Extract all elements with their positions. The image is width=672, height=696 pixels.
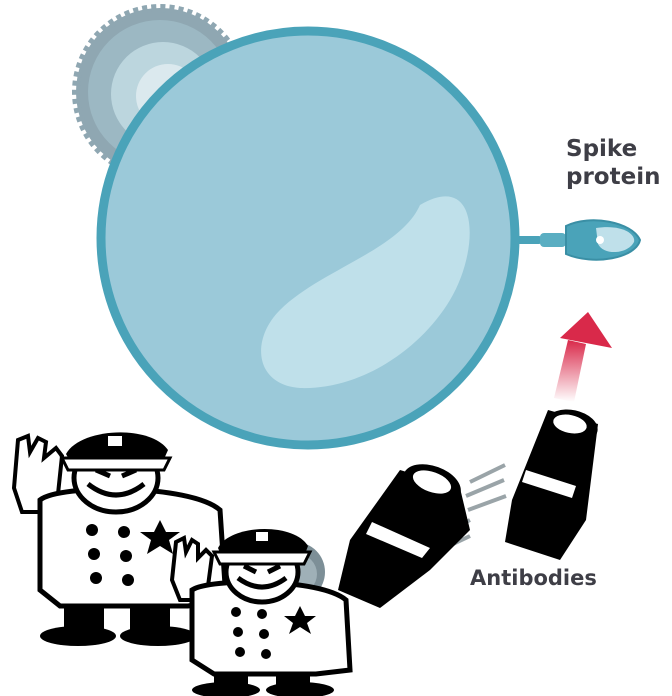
spike-label-line2: protein [566,164,660,192]
cell-sphere [101,31,515,445]
police-officer-icon [172,529,350,696]
red-arrow-icon [554,312,612,402]
spike-protein-icon [512,220,640,259]
spike-protein-label: Spike protein [566,136,660,191]
antibody-icon [338,457,470,608]
antibody-icon [466,405,601,560]
spike-label-line1: Spike [566,136,660,164]
antibodies-label: Antibodies [470,566,597,591]
